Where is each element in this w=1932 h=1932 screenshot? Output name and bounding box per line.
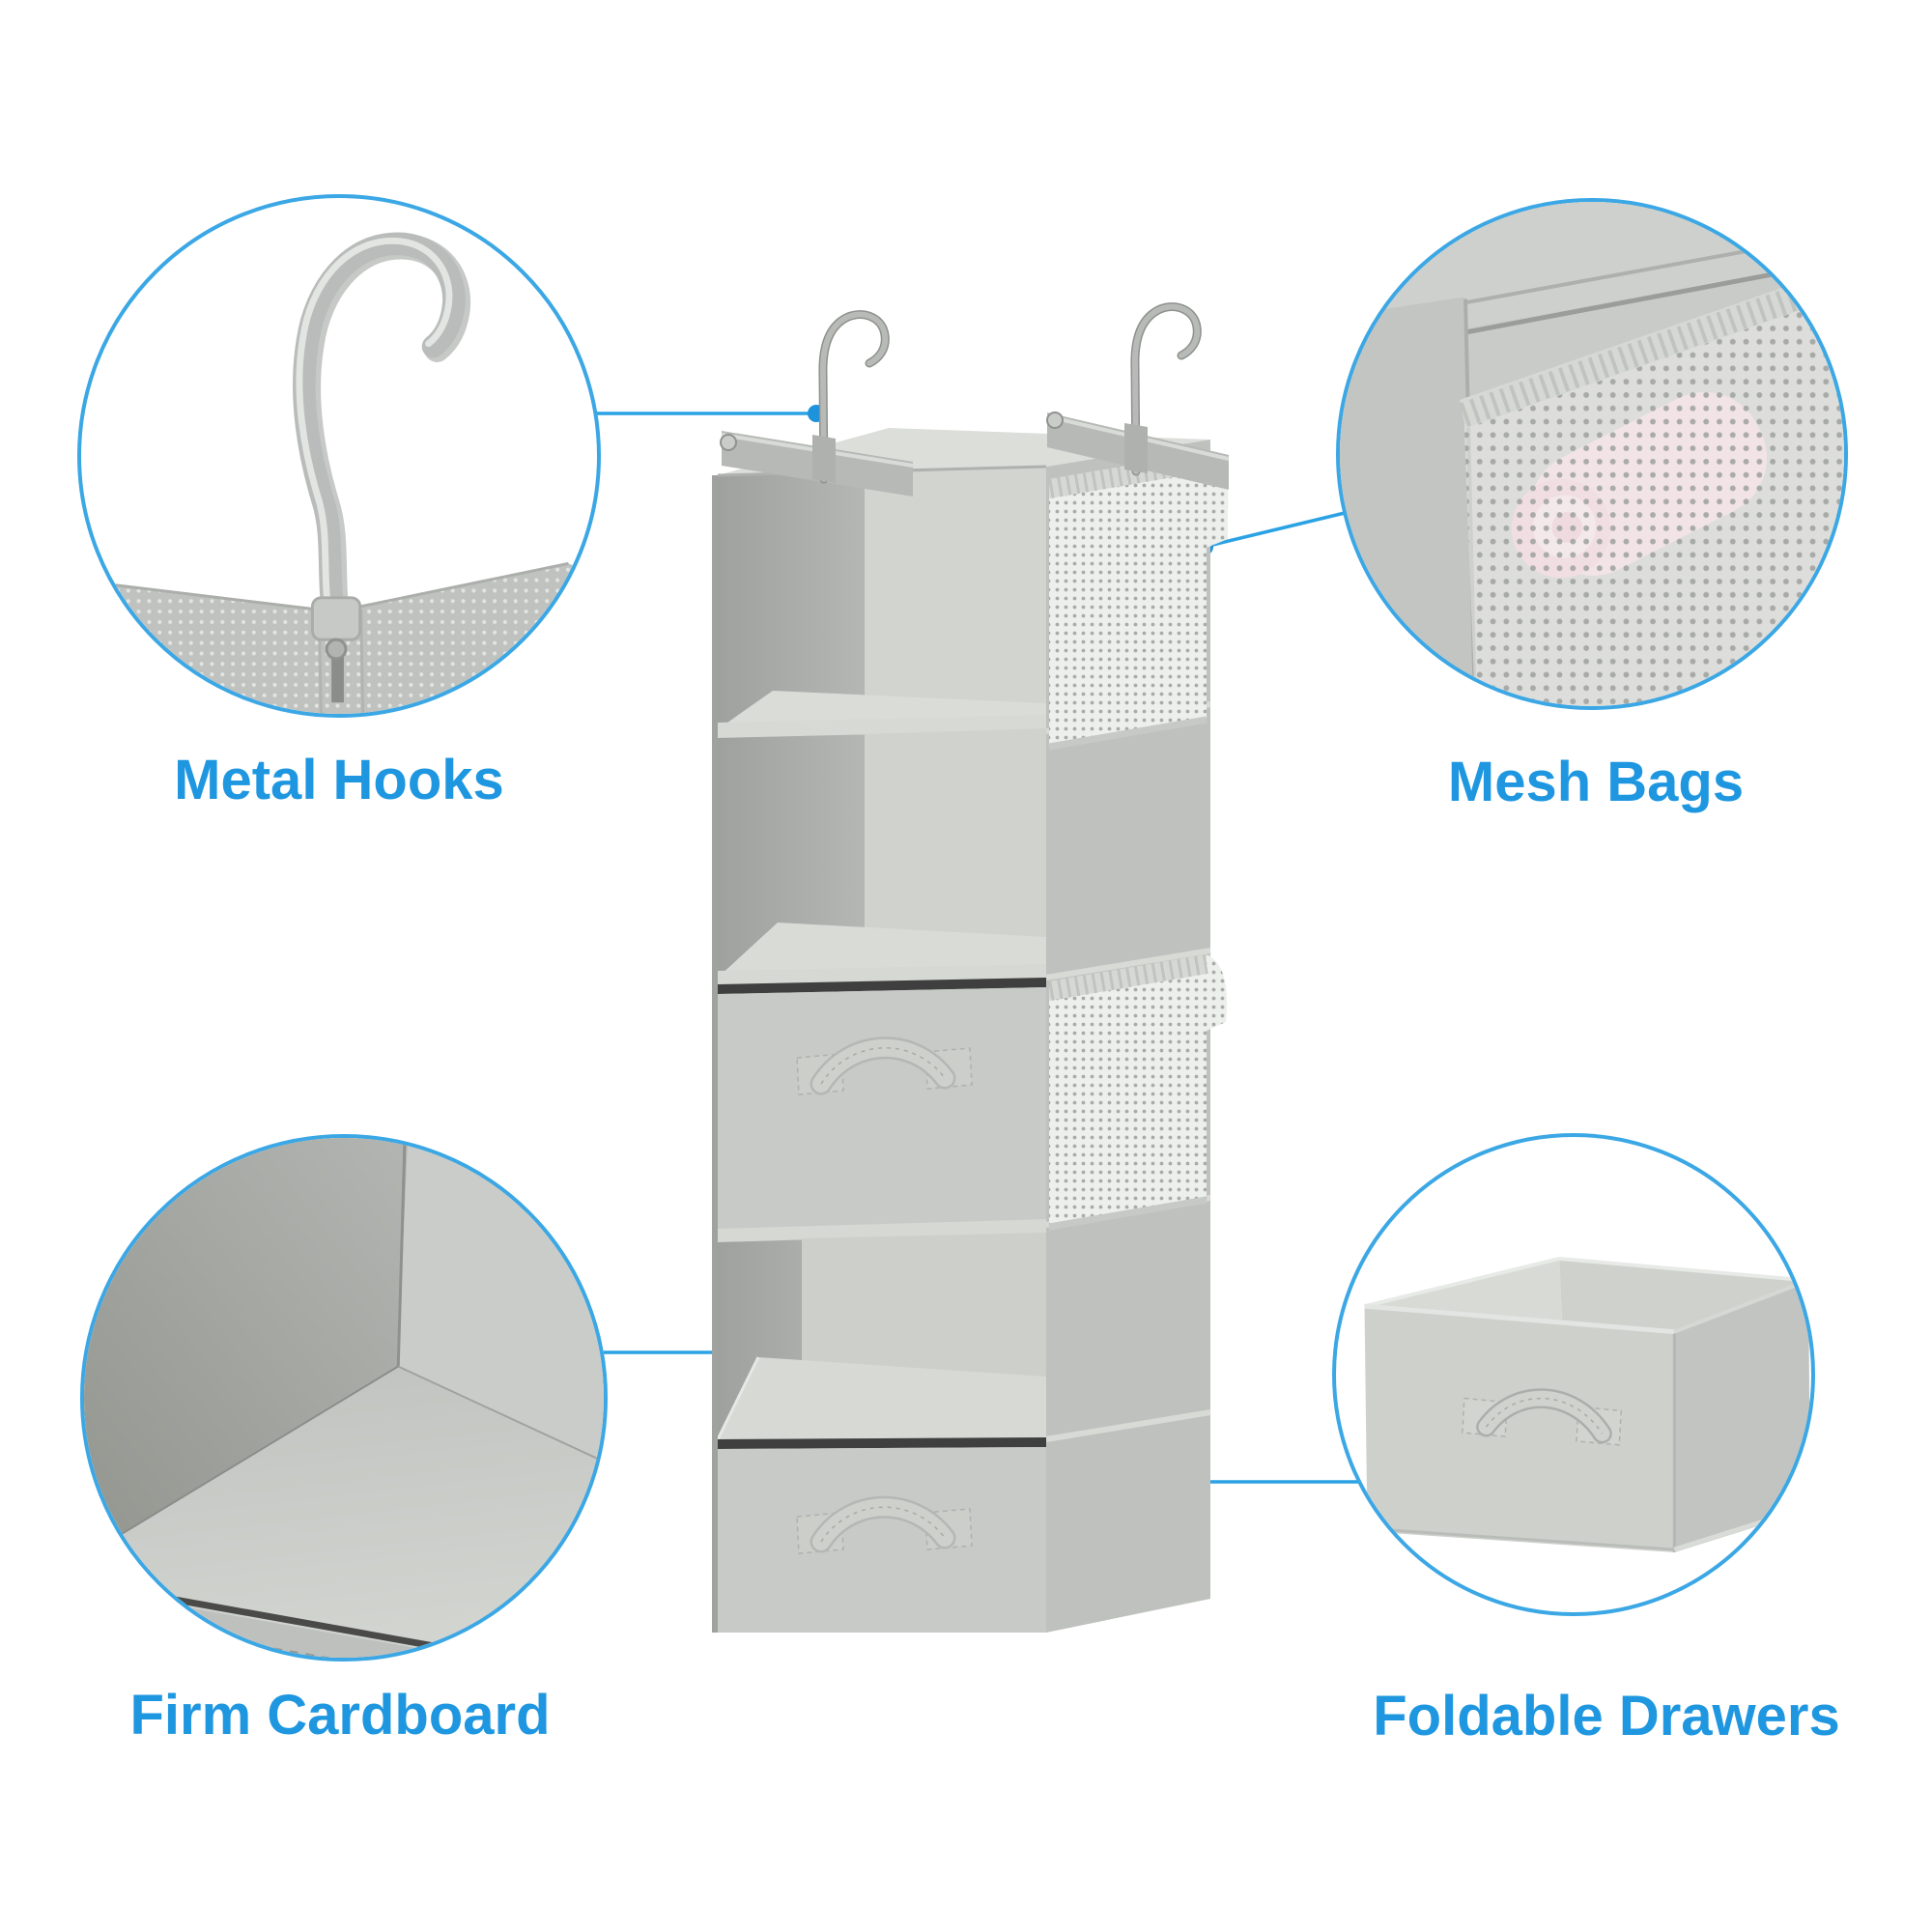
- hanging-organizer-photo: [705, 290, 1246, 1652]
- cardboard-shelf-photo: [84, 1138, 604, 1658]
- label-mesh-bags: Mesh Bags: [1447, 751, 1745, 813]
- callout-circle-firm-cardboard: [80, 1134, 608, 1662]
- label-metal-hooks: Metal Hooks: [174, 749, 504, 811]
- mesh-bag-photo: [1340, 202, 1844, 706]
- metal-hook-right-icon: [1124, 302, 1202, 476]
- label-firm-cardboard: Firm Cardboard: [129, 1684, 551, 1747]
- hanging-organizer-drawing: [712, 302, 1230, 1633]
- large-metal-hook-icon: [293, 232, 471, 639]
- fabric-drawer-photo: [1364, 1256, 1811, 1553]
- callout-circle-metal-hooks: [77, 194, 601, 718]
- callout-circle-mesh-bags: [1336, 198, 1848, 710]
- metal-hook-left-icon: [812, 310, 890, 484]
- callout-circle-foldable-drawers: [1332, 1133, 1815, 1616]
- label-foldable-drawers: Foldable Drawers: [1373, 1685, 1840, 1747]
- metal-hook-photo: [81, 232, 597, 714]
